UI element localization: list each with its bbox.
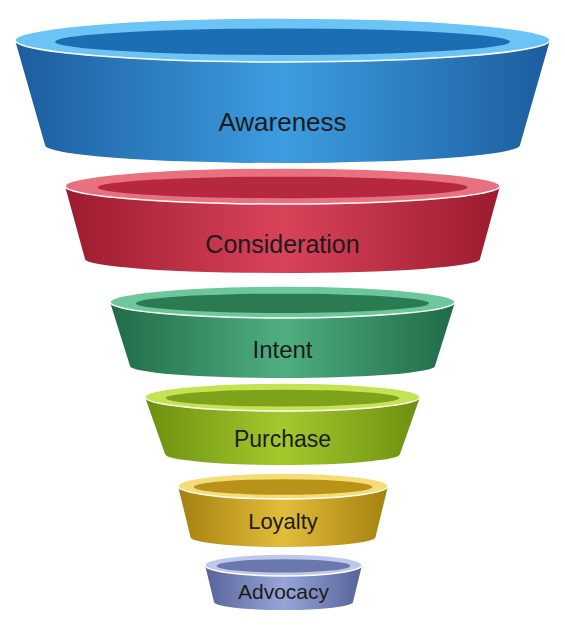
band-rim	[110, 286, 455, 318]
funnel-band: Purchase	[145, 383, 420, 465]
funnel-band: Awareness	[15, 18, 550, 163]
band-opening	[98, 177, 468, 199]
stage-label: Awareness	[15, 108, 550, 137]
band-shape	[110, 286, 455, 378]
stage-label: Advocacy	[205, 580, 362, 603]
band-rim	[145, 383, 420, 411]
stage-label: Purchase	[145, 427, 420, 452]
band-shape	[145, 383, 420, 465]
band-opening	[55, 29, 510, 55]
funnel-band: Loyalty	[178, 473, 388, 547]
funnel-band: Advocacy	[205, 554, 362, 610]
band-rim	[205, 554, 362, 576]
band-rim	[178, 473, 388, 499]
band-opening	[194, 479, 373, 495]
band-rim	[65, 168, 500, 204]
band-rim	[15, 18, 550, 62]
stage-label: Consideration	[65, 231, 500, 259]
band-shape	[15, 18, 550, 163]
stage-label: Intent	[110, 337, 455, 363]
funnel-band: Consideration	[65, 168, 500, 273]
band-opening	[217, 559, 350, 572]
stage-label: Loyalty	[178, 510, 388, 534]
band-opening	[136, 294, 429, 313]
funnel-band: Intent	[110, 286, 455, 378]
band-opening	[166, 390, 400, 407]
